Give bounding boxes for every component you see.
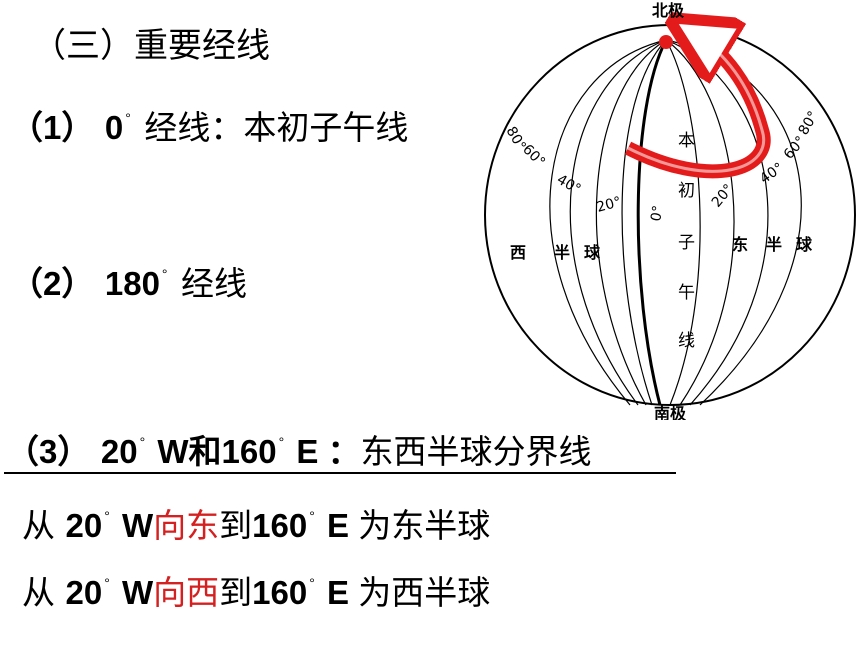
globe-diagram: 北极 南极 西 半 球 东 半 球 本 初 子 午 线 80° 60° 40° … (484, 1, 856, 420)
degree-value: 0 (104, 109, 124, 146)
degree-value: 20 (65, 507, 103, 544)
east-hemisphere-char: 半 (766, 235, 782, 254)
longitude-label-zero: 0° (648, 204, 667, 222)
prime-meridian-char: 午 (678, 283, 695, 303)
west-hemisphere-char: 球 (584, 243, 601, 262)
north-pole-dot (659, 35, 673, 49)
direction-text: E (317, 507, 359, 544)
globe-outline (484, 24, 856, 406)
degree-value: 20 (65, 574, 103, 611)
direction-text: W (112, 507, 154, 544)
degree-value: 160 (252, 574, 308, 611)
direction-text: W (112, 574, 154, 611)
meridian-line (621, 39, 667, 406)
south-pole-label: 南极 (654, 404, 687, 420)
west-hemisphere-char: 半 (554, 243, 570, 262)
degree-value: 160 (221, 433, 277, 470)
meridian-line (569, 39, 667, 406)
item-index: （3） (6, 433, 91, 470)
eastern-hemisphere-label: 东 半 球 (732, 235, 813, 254)
east-hemisphere-char: 东 (732, 235, 748, 254)
degree-value: 20 (100, 433, 138, 470)
item-prime-meridian: （1） 0° 经线：本初子午线 (10, 108, 408, 154)
direction-text: E (317, 574, 359, 611)
item-hemisphere-boundary: （3） 20° W和160° E ：东西半球分界线 (6, 432, 592, 478)
degree-sign: ° (309, 508, 315, 524)
degree-value: 180 (104, 265, 160, 302)
rotation-arrow-highlight (627, 30, 766, 173)
prime-meridian-line (636, 39, 668, 406)
item-text: 东西半球分界线 (360, 432, 592, 471)
underline (4, 472, 676, 474)
prime-meridian-char: 本 (678, 131, 695, 151)
meridian-line (595, 39, 667, 406)
degree-sign: ° (309, 575, 315, 591)
direction-highlight: 向西 (153, 573, 220, 612)
degree-sign: ° (161, 266, 168, 282)
prime-meridian-char: 线 (678, 331, 695, 351)
degree-sign: ° (104, 508, 110, 524)
rule-suffix: 为西半球 (358, 573, 491, 612)
longitude-label-west: 20° (595, 194, 623, 216)
eastern-hemisphere-rule: 从 20° W向东到160° E 为东半球 (22, 506, 490, 552)
rule-prefix: 从 (22, 506, 66, 545)
degree-sign: ° (104, 575, 110, 591)
item-text: 经线 (170, 264, 248, 303)
item-index: （2） (10, 265, 95, 302)
rule-mid: 到 (219, 573, 253, 612)
degree-sign: ° (125, 110, 131, 126)
degree-sign: ° (139, 434, 146, 450)
rule-mid: 到 (219, 506, 253, 545)
prime-meridian-label: 本 初 子 午 线 (678, 131, 695, 351)
degree-value: 160 (252, 507, 308, 544)
item-index: （1） (10, 109, 95, 146)
section-heading: （三）重要经线 (32, 26, 270, 66)
direction-highlight: 向东 (153, 506, 220, 545)
prime-meridian-char: 初 (678, 181, 695, 201)
north-pole-label: 北极 (652, 1, 685, 20)
prime-meridian-char: 子 (678, 233, 695, 253)
direction-text: E ： (287, 433, 361, 470)
meridian-line (549, 39, 667, 406)
east-hemisphere-char: 球 (796, 235, 813, 254)
item-180-meridian: （2） 180° 经线 (10, 264, 247, 310)
west-hemisphere-char: 西 (510, 243, 526, 262)
western-hemisphere-rule: 从 20° W向西到160° E 为西半球 (22, 573, 490, 619)
rule-prefix: 从 (22, 573, 66, 612)
degree-sign: ° (278, 434, 285, 450)
rule-suffix: 为东半球 (358, 506, 491, 545)
direction-text: W和 (148, 433, 222, 470)
western-hemisphere-label: 西 半 球 (510, 243, 601, 262)
item-text: 经线：本初子午线 (133, 108, 409, 147)
